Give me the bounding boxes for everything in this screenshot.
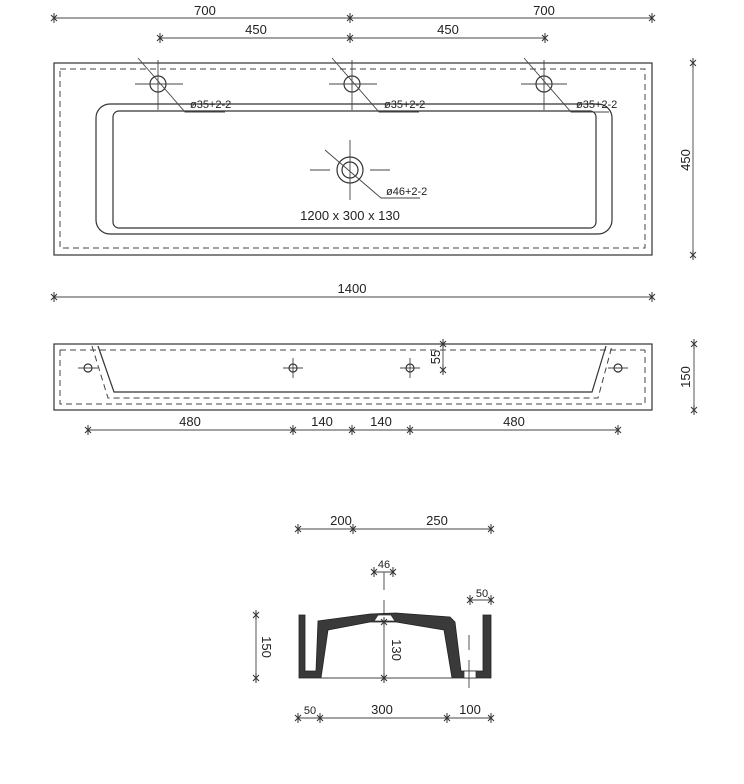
svg-text:ø35+2-2: ø35+2-2 bbox=[190, 99, 231, 111]
svg-text:100: 100 bbox=[459, 702, 481, 717]
section-profile bbox=[298, 612, 492, 679]
dimension-section-top: 200 250 bbox=[294, 513, 495, 535]
front-holes bbox=[78, 358, 628, 378]
svg-text:150: 150 bbox=[259, 636, 274, 658]
svg-text:46: 46 bbox=[378, 559, 390, 571]
svg-text:450: 450 bbox=[678, 149, 693, 171]
dimension-hole-positions: 480 140 140 480 bbox=[84, 414, 622, 436]
underside-outline bbox=[59, 68, 646, 249]
dimension-drain-width: 46 bbox=[370, 559, 397, 613]
tap-hole-right: ø35+2-2 bbox=[521, 57, 617, 113]
drain-hole: ø46+2-2 bbox=[310, 140, 427, 200]
countertop-outline bbox=[53, 62, 653, 256]
tap-hole-center: ø35+2-2 bbox=[329, 57, 425, 113]
basin-inner bbox=[112, 110, 597, 229]
svg-text:ø35+2-2: ø35+2-2 bbox=[576, 99, 617, 111]
basin-size: 1200 x 300 x 130 bbox=[300, 208, 400, 223]
dimension-wall-width: 50 bbox=[466, 588, 495, 606]
svg-text:150: 150 bbox=[678, 366, 693, 388]
svg-text:250: 250 bbox=[426, 513, 448, 528]
svg-text:200: 200 bbox=[330, 513, 352, 528]
dimension-depth: 450 bbox=[678, 57, 697, 261]
dimension-width-halves: 700 700 bbox=[50, 3, 656, 24]
dimension-section-bottom: 50 300 100 bbox=[294, 702, 495, 724]
svg-text:480: 480 bbox=[179, 414, 201, 429]
dimension-front-height: 150 bbox=[678, 338, 698, 416]
dimension-tap-spacing: 450 450 bbox=[156, 22, 549, 44]
dim-left-half: 700 bbox=[194, 3, 216, 18]
section-view: 200 250 46 50 130 150 bbox=[252, 513, 495, 724]
svg-text:140: 140 bbox=[370, 414, 392, 429]
tap-hole-left: ø35+2-2 bbox=[135, 57, 231, 113]
front-view: 55 150 480 140 140 480 bbox=[53, 338, 698, 436]
dimension-hole-depth: 55 bbox=[428, 338, 447, 376]
dim-tap-right: 450 bbox=[437, 22, 459, 37]
dimension-section-height: 150 bbox=[252, 609, 274, 684]
svg-text:55: 55 bbox=[428, 350, 443, 364]
overflow-hole bbox=[463, 670, 477, 679]
svg-text:50: 50 bbox=[476, 588, 488, 600]
drain-label: ø46+2-2 bbox=[386, 186, 427, 198]
svg-text:140: 140 bbox=[311, 414, 333, 429]
dim-right-half: 700 bbox=[533, 3, 555, 18]
dimension-total-width: 1400 bbox=[50, 281, 656, 303]
svg-text:ø35+2-2: ø35+2-2 bbox=[384, 99, 425, 111]
front-outline bbox=[53, 343, 653, 411]
svg-text:130: 130 bbox=[389, 639, 404, 661]
svg-text:50: 50 bbox=[304, 705, 316, 717]
top-view: 700 700 450 450 ø35+2-2 ø35+2-2 ø35+2-2 bbox=[50, 3, 697, 303]
dimension-basin-depth: 130 bbox=[380, 616, 404, 684]
svg-text:1400: 1400 bbox=[338, 281, 367, 296]
svg-text:300: 300 bbox=[371, 702, 393, 717]
basin-rim bbox=[95, 103, 613, 235]
svg-text:480: 480 bbox=[503, 414, 525, 429]
dim-tap-left: 450 bbox=[245, 22, 267, 37]
